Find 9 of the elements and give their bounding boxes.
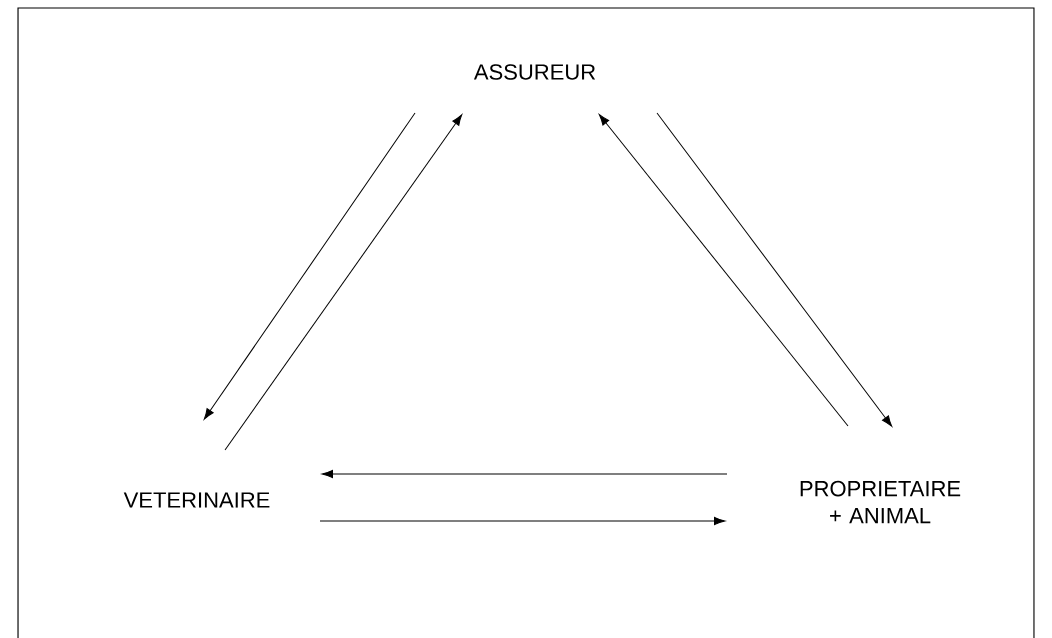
- node-label: PROPRIETAIRE + ANIMAL: [800, 480, 961, 524]
- arrow: [598, 114, 849, 427]
- arrow: [321, 469, 728, 479]
- arrow: [656, 112, 893, 427]
- node-label: VETERINAIRE: [123, 492, 270, 508]
- arrow: [203, 112, 416, 420]
- arrow: [224, 114, 463, 451]
- node-label: ASSUREUR: [473, 64, 596, 80]
- arrow: [319, 516, 726, 526]
